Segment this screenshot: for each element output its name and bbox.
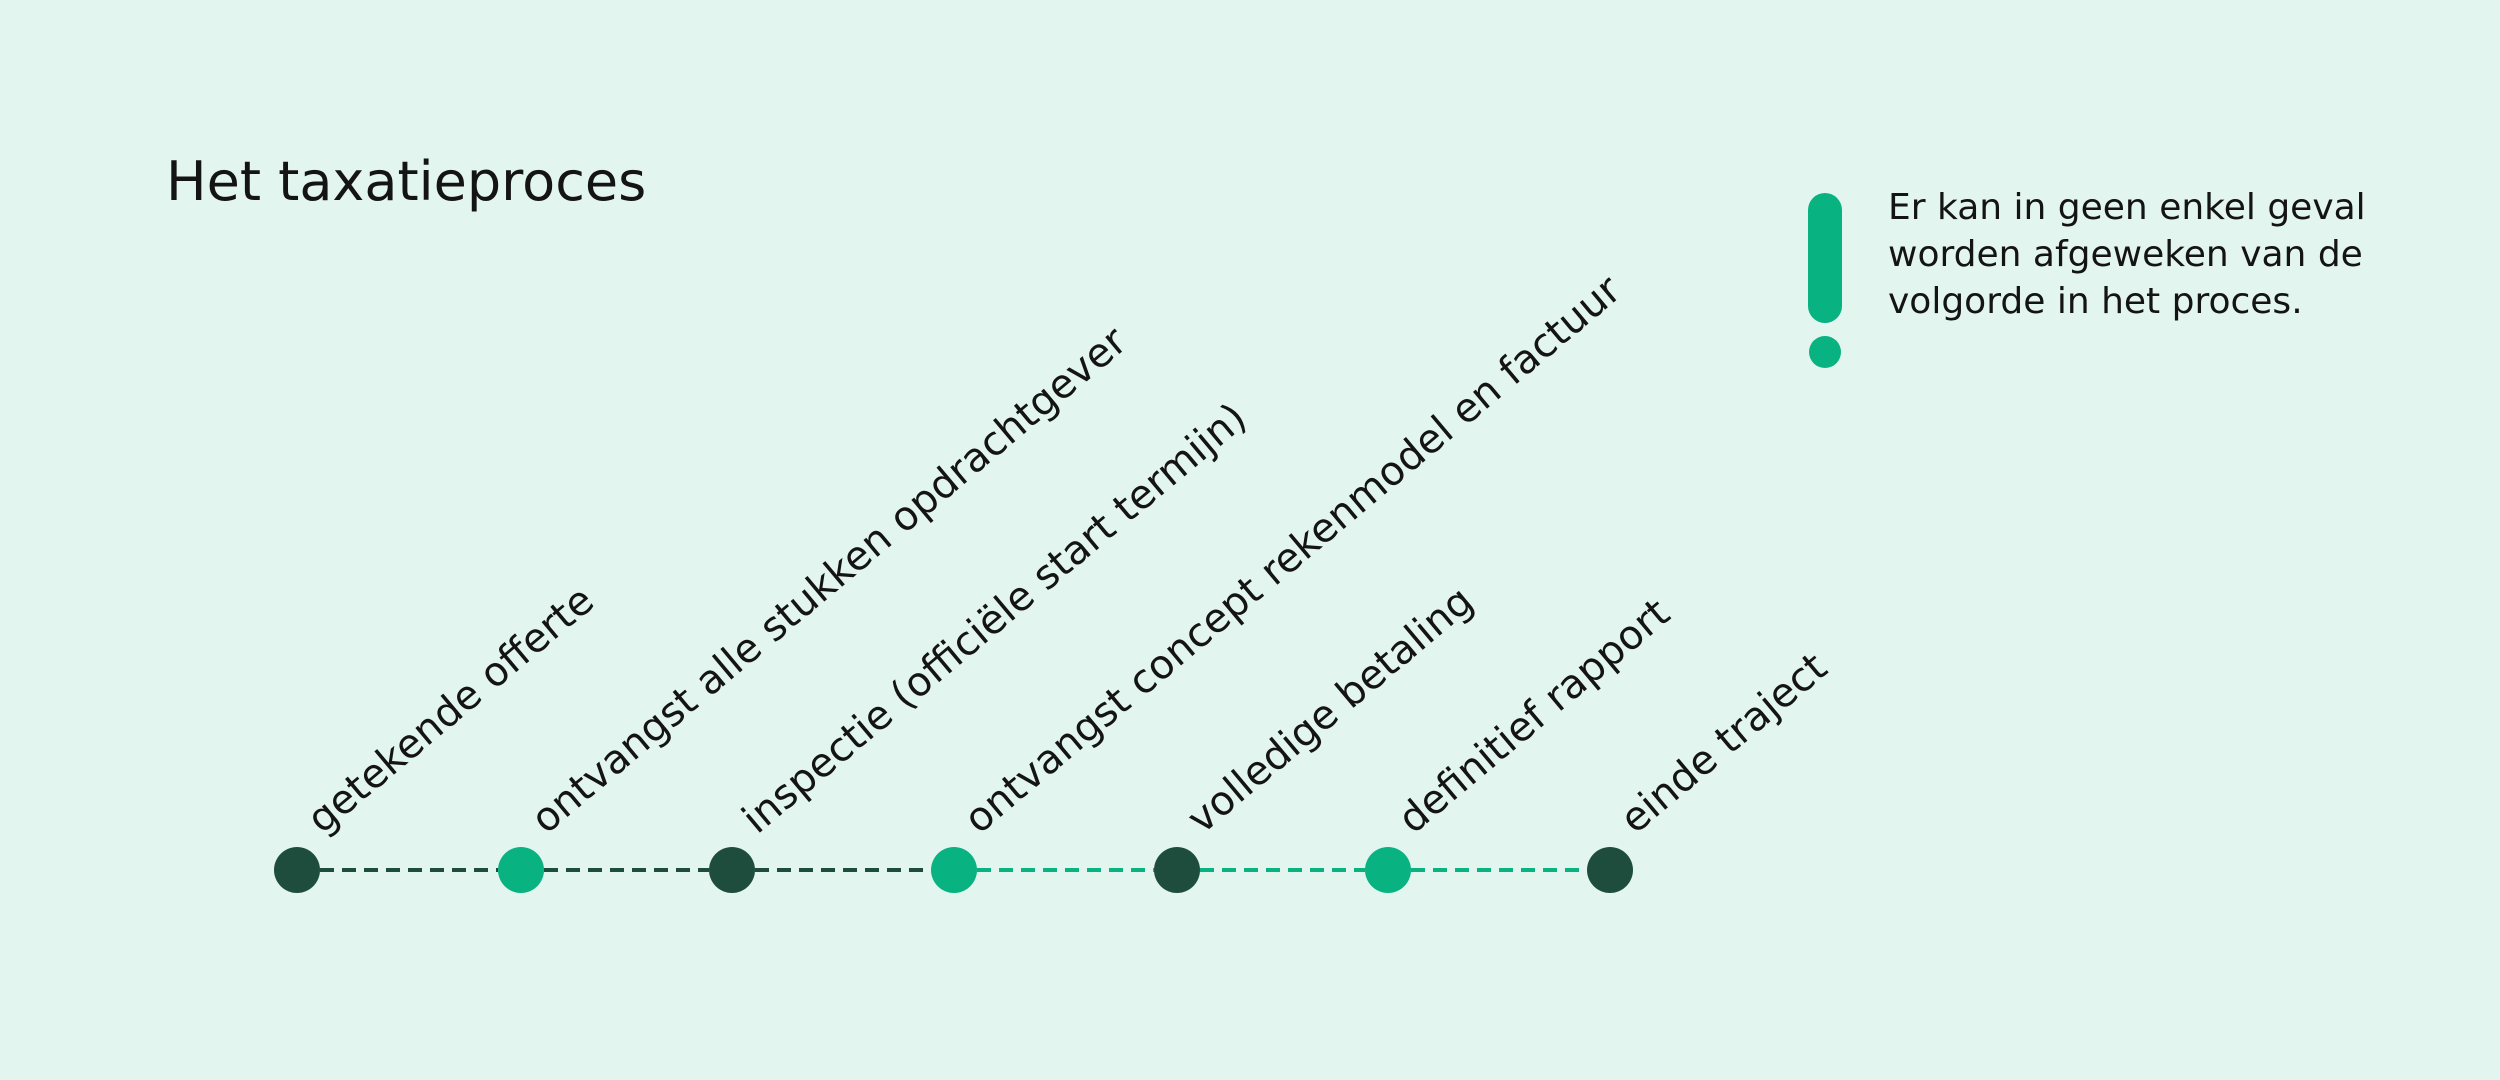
step-node	[709, 847, 755, 893]
page-title: Het taxatieproces	[166, 150, 647, 213]
exclamation-icon	[1808, 193, 1842, 368]
step-node	[931, 847, 977, 893]
timeline-nodes	[274, 847, 1633, 893]
step-label: einde traject	[1612, 644, 1836, 842]
step-node	[1365, 847, 1411, 893]
exclamation-bar	[1808, 193, 1842, 323]
notice-text: Er kan in geen enkel geval worden afgewe…	[1888, 187, 2366, 322]
step-node	[498, 847, 544, 893]
step-node	[274, 847, 320, 893]
step-node	[1154, 847, 1200, 893]
exclamation-dot	[1809, 336, 1841, 368]
step-node	[1587, 847, 1633, 893]
